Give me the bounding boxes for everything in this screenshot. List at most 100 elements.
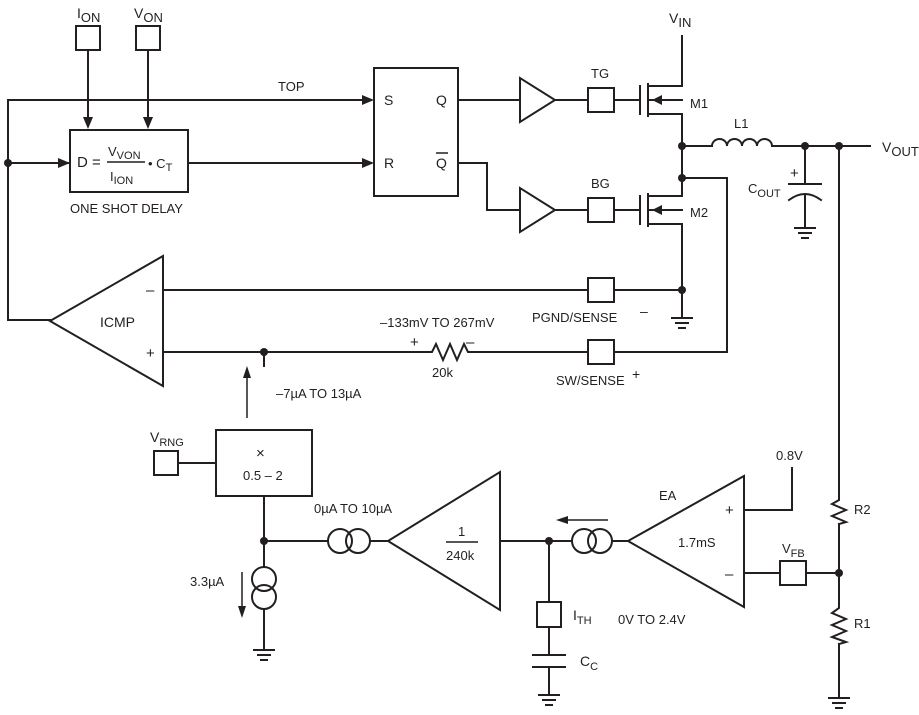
pin-i-on: ION bbox=[75, 5, 101, 51]
wires bbox=[7, 35, 871, 699]
junction-dot bbox=[835, 142, 843, 150]
svg-text:PGND/SENSE: PGND/SENSE bbox=[532, 310, 618, 325]
equation-denominator: IION bbox=[110, 169, 133, 187]
v-fb-label: VFB bbox=[782, 541, 805, 560]
svg-text:1.7mS: 1.7mS bbox=[678, 535, 716, 550]
svg-text:BG: BG bbox=[591, 176, 610, 191]
bottom-gate-driver bbox=[519, 186, 557, 234]
junction-dot bbox=[545, 537, 553, 545]
mosfet-m2: M2 bbox=[639, 191, 708, 229]
arrow-right-icon bbox=[362, 158, 374, 168]
svg-text:1: 1 bbox=[458, 524, 465, 539]
ground-icon bbox=[538, 694, 560, 706]
c-c-label: CC bbox=[580, 653, 598, 673]
junction-dot bbox=[4, 159, 12, 167]
pin-v-rng: VRNG bbox=[150, 429, 184, 476]
v-out-label: VOUT bbox=[882, 139, 919, 159]
svg-text:EA: EA bbox=[659, 488, 677, 503]
i-th-label: ITH bbox=[573, 607, 592, 627]
svg-text:M2: M2 bbox=[690, 205, 708, 220]
ff-qbar-label: Q bbox=[436, 155, 447, 171]
svg-text:240k: 240k bbox=[446, 548, 475, 563]
v-in-label: VIN bbox=[669, 10, 691, 30]
svg-text:0.5 – 2: 0.5 – 2 bbox=[243, 468, 283, 483]
pin-v-fb: VFB bbox=[779, 541, 807, 586]
ff-r-label: R bbox=[384, 155, 394, 171]
svg-text:+: + bbox=[790, 165, 799, 182]
svg-text:–: – bbox=[725, 566, 734, 583]
capacitor-c-out: + COUT bbox=[748, 165, 823, 202]
i-range-label: 0µA TO 10µA bbox=[314, 501, 392, 516]
svg-text:L1: L1 bbox=[734, 116, 748, 131]
i-on-label: ION bbox=[77, 5, 100, 25]
arrow-right-icon bbox=[58, 158, 70, 168]
one-shot-delay-block: D = VVON IION • CT ONE SHOT DELAY bbox=[69, 129, 189, 216]
pin-bg: BG bbox=[587, 176, 615, 223]
pin-i-th: ITH 0V TO 2.4V bbox=[536, 601, 686, 628]
current-source-3p3ua: 3.3µA bbox=[190, 566, 277, 618]
svg-text:+: + bbox=[410, 334, 419, 351]
vref-label: 0.8V bbox=[776, 448, 803, 463]
svg-text:R1: R1 bbox=[854, 616, 871, 631]
mosfet-m1: M1 bbox=[639, 79, 708, 119]
ibias-range-label: –7µA TO 13µA bbox=[276, 386, 362, 401]
junction-dot bbox=[678, 286, 686, 294]
pin-sw-sense: SW/SENSE + bbox=[556, 339, 640, 388]
top-gate-driver bbox=[519, 76, 557, 124]
equation-lhs: D = bbox=[77, 154, 101, 171]
pin-v-on: VON bbox=[134, 5, 163, 51]
svg-text:+: + bbox=[725, 502, 734, 519]
svg-text:+: + bbox=[632, 366, 640, 382]
sr-flip-flop: S R Q Q bbox=[373, 67, 459, 197]
arrow-down-icon bbox=[143, 117, 153, 129]
arrow-right-icon bbox=[362, 95, 374, 105]
arrow-down-icon bbox=[83, 117, 93, 129]
svg-text:20k: 20k bbox=[432, 365, 453, 380]
junction-dot bbox=[678, 174, 686, 182]
svg-text:–: – bbox=[146, 282, 155, 299]
sense-range-label: –133mV TO 267mV bbox=[380, 315, 495, 330]
ground-icon bbox=[671, 317, 693, 329]
svg-text:TG: TG bbox=[591, 66, 609, 81]
v-on-label: VON bbox=[134, 5, 163, 25]
arrow-heads bbox=[58, 95, 374, 168]
v-rng-label: VRNG bbox=[150, 429, 184, 449]
current-source-10ua: 0µA TO 10µA bbox=[314, 501, 392, 554]
ff-q-label: Q bbox=[436, 92, 447, 108]
svg-text:R2: R2 bbox=[854, 502, 871, 517]
ground-icon bbox=[794, 227, 816, 239]
svg-text:3.3µA: 3.3µA bbox=[190, 574, 225, 589]
c-out-label: COUT bbox=[748, 181, 781, 200]
ff-s-label: S bbox=[384, 92, 393, 108]
pin-tg: TG bbox=[587, 66, 615, 113]
icmp-comparator: ICMP – + bbox=[47, 254, 164, 388]
pin-pgnd-sense: PGND/SENSE – bbox=[532, 277, 648, 325]
current-source-ea bbox=[556, 516, 613, 554]
junction-dot bbox=[260, 348, 268, 356]
inductor-l1: L1 bbox=[710, 116, 774, 148]
ground-icon bbox=[253, 649, 275, 661]
gain-block: 1 240k bbox=[386, 470, 501, 612]
multiplier-block: –7µA TO 13µA × 0.5 – 2 bbox=[215, 366, 362, 497]
junction-dot bbox=[835, 569, 843, 577]
svg-text:M1: M1 bbox=[690, 96, 708, 111]
error-amplifier: EA 1.7mS + – bbox=[625, 474, 745, 609]
ground-icon bbox=[828, 697, 850, 709]
svg-text:SW/SENSE: SW/SENSE bbox=[556, 373, 625, 388]
svg-text:+: + bbox=[146, 345, 155, 362]
ith-range-label: 0V TO 2.4V bbox=[618, 612, 686, 627]
resistor-r2: R2 bbox=[829, 495, 871, 526]
junction-dot bbox=[801, 142, 809, 150]
resistor-r1: R1 bbox=[829, 603, 871, 646]
equation-numerator: VVON bbox=[108, 144, 141, 162]
one-shot-delay-label: ONE SHOT DELAY bbox=[70, 201, 183, 216]
svg-text:–: – bbox=[466, 334, 475, 351]
svg-text:×: × bbox=[256, 445, 265, 462]
resistor-20k: –133mV TO 267mV + – 20k bbox=[380, 315, 495, 380]
svg-text:–: – bbox=[640, 303, 648, 319]
junction-dot bbox=[260, 537, 268, 545]
equation-ct: • CT bbox=[148, 156, 173, 174]
top-label: TOP bbox=[278, 79, 305, 94]
junction-dot bbox=[678, 142, 686, 150]
